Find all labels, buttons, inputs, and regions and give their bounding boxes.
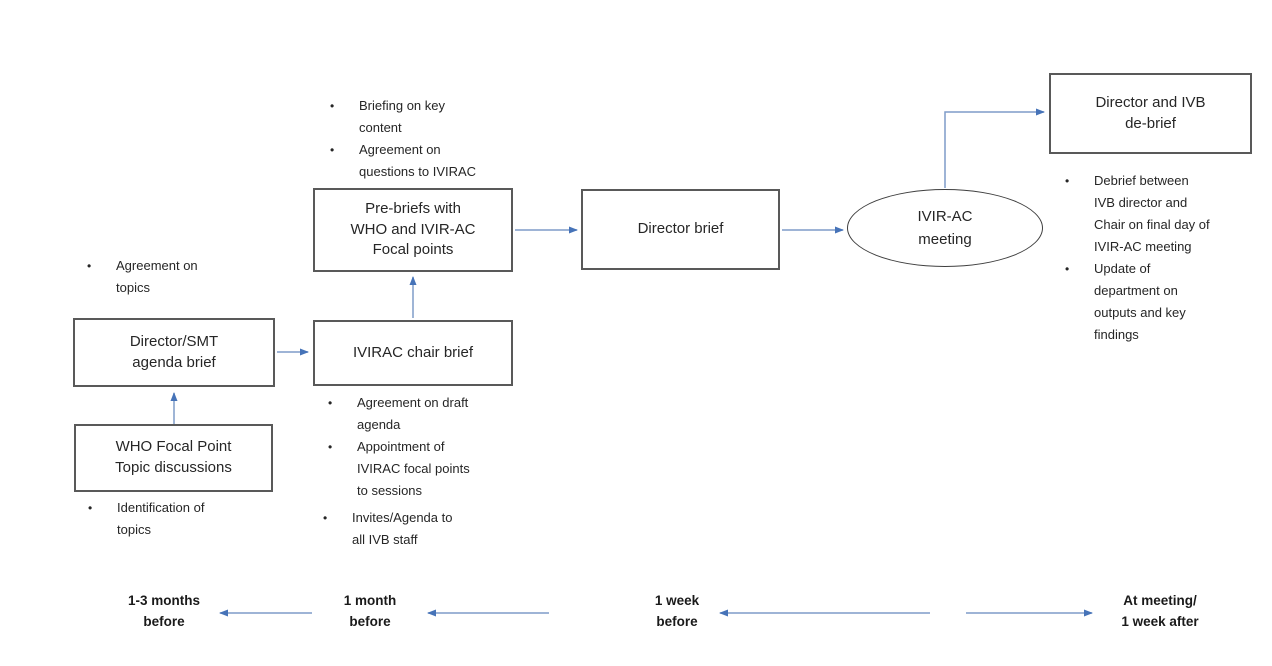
arrow-meeting-to-debrief [944, 108, 1045, 188]
note-item: Invites/Agenda to all IVB staff [323, 507, 503, 551]
timeline-label-1-3-months-before: 1-3 months before [127, 593, 200, 629]
box-who-focal-point-topic-discussions: WHO Focal Point Topic discussions [74, 424, 273, 492]
note-item: Update of department on outputs and key … [1065, 258, 1245, 346]
note-text: Debrief between IVB director and Chair o… [1094, 173, 1210, 254]
note-text: Invites/Agenda to all IVB staff [352, 510, 453, 547]
note-item: Identification of topics [88, 497, 248, 541]
box-director-ivb-debrief: Director and IVB de-brief [1049, 73, 1252, 154]
bullet-icon [323, 507, 352, 529]
bullet-icon [328, 392, 357, 414]
timeline-label-1-month-before: 1 month before [343, 593, 397, 629]
bullet-icon [330, 95, 359, 117]
note-text: Appointment of IVIRAC focal points to se… [357, 439, 470, 498]
note-text: Identification of topics [117, 500, 205, 537]
bullet-icon [1065, 170, 1094, 192]
note-item: Debrief between IVB director and Chair o… [1065, 170, 1245, 258]
note-item: Briefing on key content [330, 95, 500, 139]
notes-director-ivb-debrief: Debrief between IVB director and Chair o… [1065, 170, 1245, 346]
box-ivirac-chair-brief: IVIRAC chair brief [313, 320, 513, 386]
note-item: Agreement on topics [87, 255, 247, 299]
bullet-icon [330, 139, 359, 161]
timeline-label-at-meeting-1-week-after: At meeting/ 1 week after [1121, 593, 1199, 629]
box-director-smt-agenda-brief: Director/SMT agenda brief [73, 318, 275, 387]
box-director-brief: Director brief [581, 189, 780, 270]
notes-director-smt: Agreement on topics [87, 255, 247, 299]
note-text: Agreement on questions to IVIRAC [359, 142, 477, 179]
note-text: Update of department on outputs and key … [1094, 261, 1186, 342]
note-item: Agreement on questions to IVIRAC [330, 139, 500, 183]
bullet-icon [88, 497, 117, 519]
notes-ivirac-chair: Agreement on draft agenda Appointment of… [328, 392, 503, 551]
note-item: Appointment of IVIRAC focal points to se… [328, 436, 503, 502]
ellipse-ivirac-meeting: IVIR-AC meeting [847, 189, 1043, 267]
bullet-icon [87, 255, 116, 277]
timeline-label-1-week-before: 1 week before [654, 593, 700, 629]
box-pre-briefs-focal-points: Pre-briefs with WHO and IVIR-AC Focal po… [313, 188, 513, 272]
notes-who-focal-point: Identification of topics [88, 497, 248, 541]
bullet-icon [328, 436, 357, 458]
note-text: Briefing on key content [359, 98, 445, 135]
note-item: Agreement on draft agenda [328, 392, 503, 436]
note-text: Agreement on topics [116, 258, 198, 295]
note-text: Agreement on draft agenda [357, 395, 469, 432]
notes-pre-briefs: Briefing on key content Agreement on que… [330, 95, 500, 183]
bullet-icon [1065, 258, 1094, 280]
